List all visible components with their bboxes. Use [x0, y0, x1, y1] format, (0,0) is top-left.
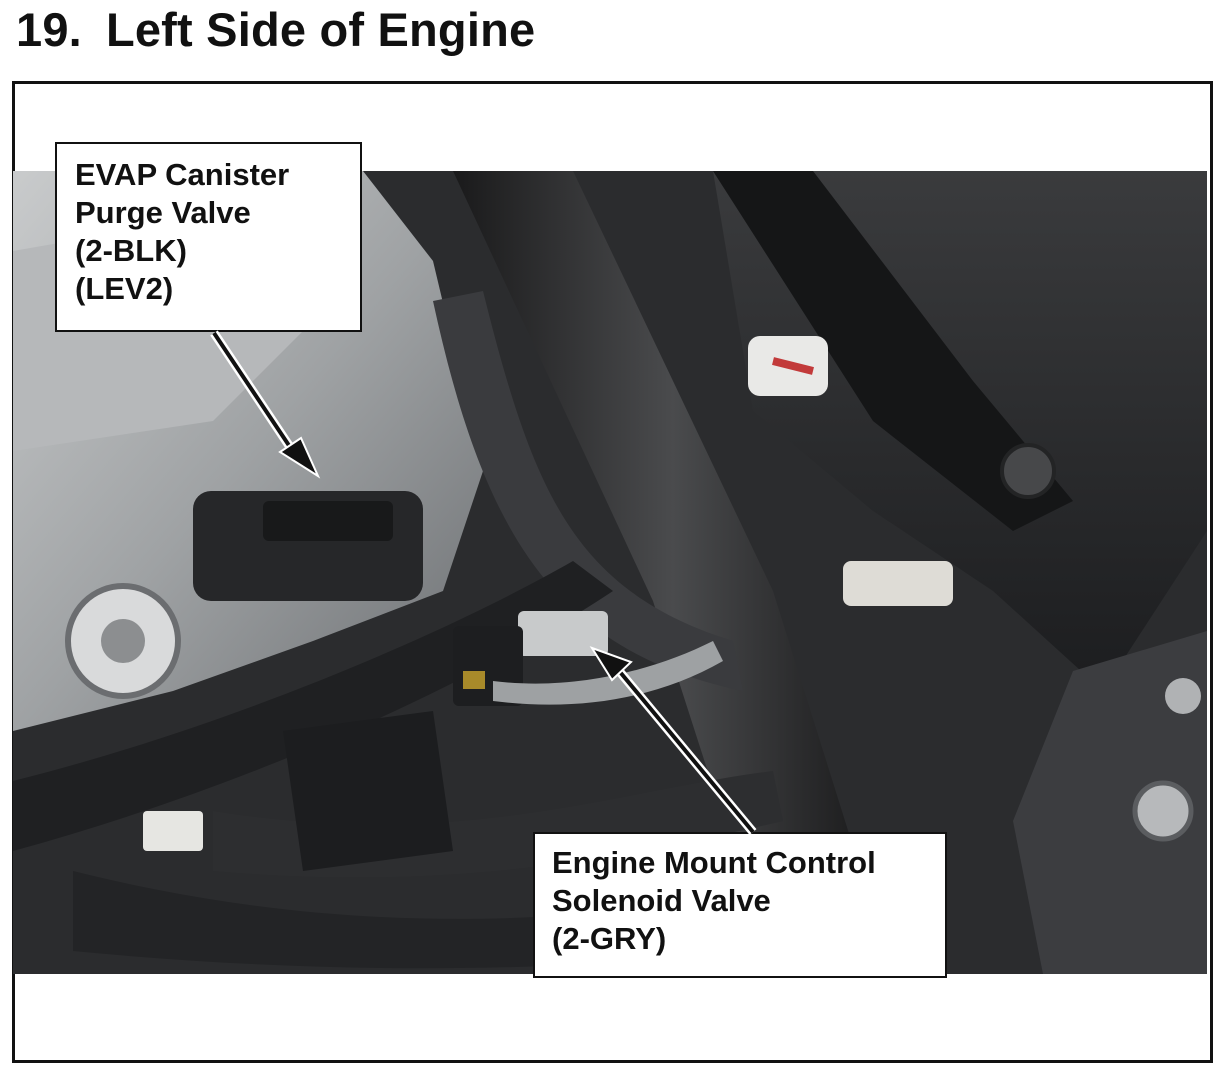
callout-line: EVAP Canister	[75, 157, 290, 192]
evap-canister-purge-valve-callout: EVAP Canister Purge Valve (2-BLK) (LEV2)	[55, 142, 362, 332]
callout-line: (2-BLK)	[75, 233, 187, 268]
callout-line: (2-GRY)	[552, 921, 667, 956]
callout-line: Purge Valve	[75, 195, 251, 230]
section-number: 19.	[16, 3, 82, 56]
page-title: 19. Left Side of Engine	[16, 2, 535, 57]
callout-line: (LEV2)	[75, 271, 174, 306]
section-title: Left Side of Engine	[105, 3, 536, 56]
engine-mount-control-solenoid-valve-callout: Engine Mount Control Solenoid Valve (2-G…	[533, 832, 947, 978]
callout-line: Engine Mount Control	[552, 845, 876, 880]
callout-line: Solenoid Valve	[552, 883, 771, 918]
